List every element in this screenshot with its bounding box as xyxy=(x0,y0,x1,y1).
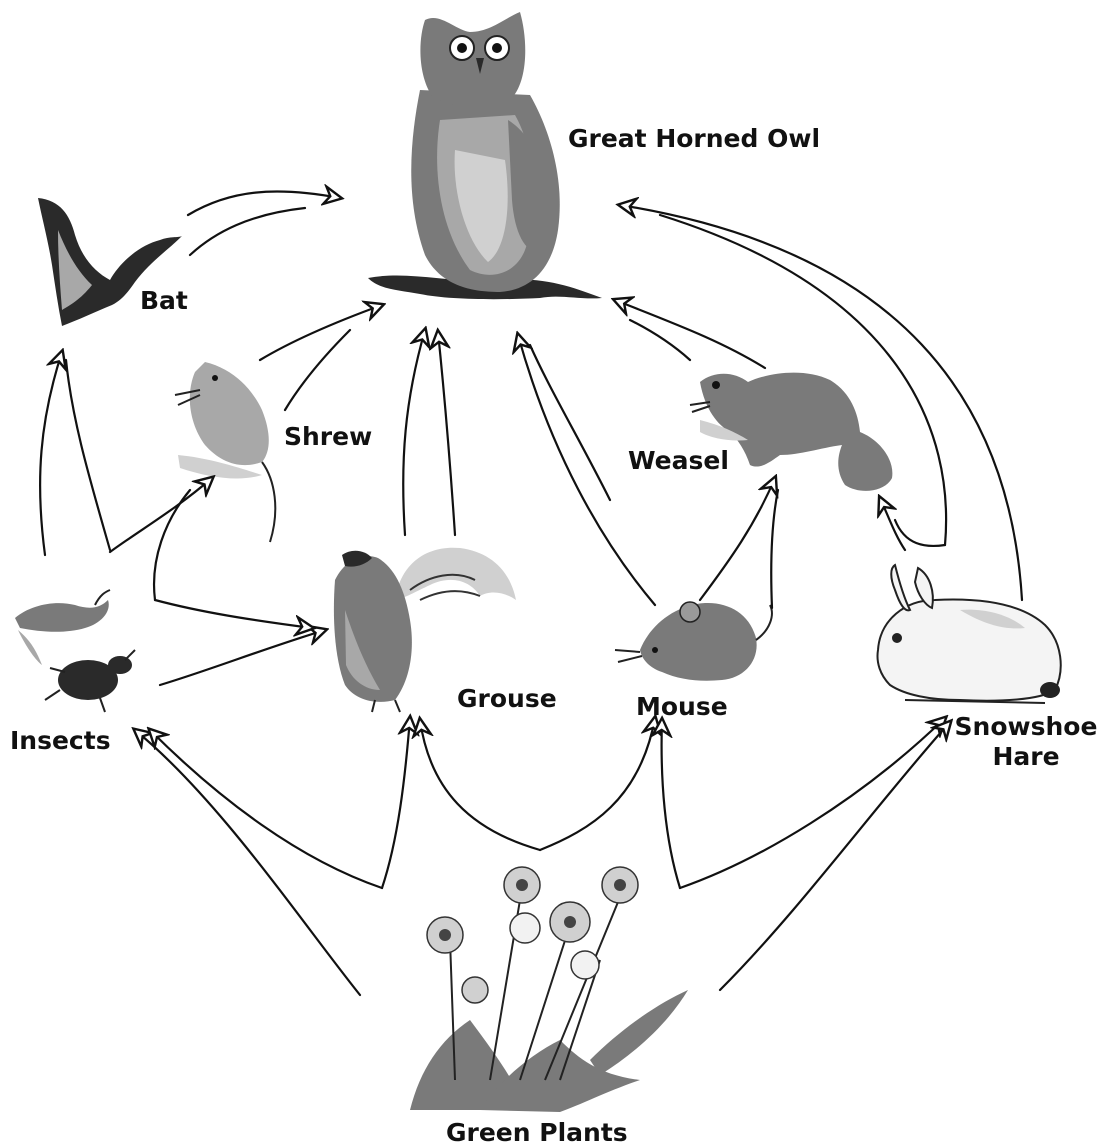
label-bat: Bat xyxy=(140,286,188,316)
label-snowshoe-hare-line2: Hare xyxy=(946,742,1106,772)
insects-illustration xyxy=(15,590,135,712)
arrow-plants-to-mouse-2 xyxy=(662,720,680,888)
arrow-shrew-to-owl xyxy=(260,305,382,360)
arrow-mouse-to-weasel xyxy=(700,478,775,600)
arrow-bat-to-owl-2 xyxy=(190,208,305,255)
label-insects: Insects xyxy=(10,726,111,756)
arrow-grouse-to-owl xyxy=(403,330,425,535)
arrow-mouse-to-owl-2 xyxy=(530,345,610,500)
great-horned-owl-illustration xyxy=(368,12,602,299)
arrow-plants-to-hare xyxy=(680,718,945,888)
snowshoe-hare-illustration xyxy=(878,565,1061,703)
label-weasel: Weasel xyxy=(628,446,729,476)
shrew-illustration xyxy=(175,362,275,542)
label-snowshoe-hare-line1: Snowshoe xyxy=(946,712,1106,742)
arrow-bat-to-owl xyxy=(188,191,340,215)
arrow-insects-to-bat-2 xyxy=(66,360,110,550)
arrow-hare-to-weasel xyxy=(880,498,905,550)
arrow-plants-to-insects-2 xyxy=(150,730,382,888)
arrow-mouse-to-weasel-2 xyxy=(771,490,778,608)
mouse-illustration xyxy=(615,602,772,681)
label-great-horned-owl: Great Horned Owl xyxy=(568,124,820,154)
arrow-hare-to-weasel-2 xyxy=(895,520,945,546)
arrow-insects-to-bat xyxy=(40,352,62,555)
green-plants-illustration xyxy=(410,867,688,1112)
label-mouse: Mouse xyxy=(636,692,728,722)
arrow-insects-to-grouse xyxy=(160,630,325,685)
flower-icons xyxy=(427,867,638,1003)
label-shrew: Shrew xyxy=(284,422,372,452)
arrow-plants-to-mouse xyxy=(540,718,655,850)
arrow-plants-to-grouse xyxy=(382,718,410,888)
label-green-plants: Green Plants xyxy=(446,1118,628,1147)
arrow-insects-to-grouse-2 xyxy=(155,600,312,628)
arrow-weasel-to-owl xyxy=(615,300,765,368)
label-grouse: Grouse xyxy=(457,684,557,714)
arrow-plants-to-grouse-2 xyxy=(420,720,540,850)
arrow-shrew-curve xyxy=(154,490,190,600)
label-snowshoe-hare: Snowshoe Hare xyxy=(946,712,1106,772)
arrow-grouse-to-owl-2 xyxy=(438,332,455,535)
arrow-plants-to-insects xyxy=(135,730,360,995)
